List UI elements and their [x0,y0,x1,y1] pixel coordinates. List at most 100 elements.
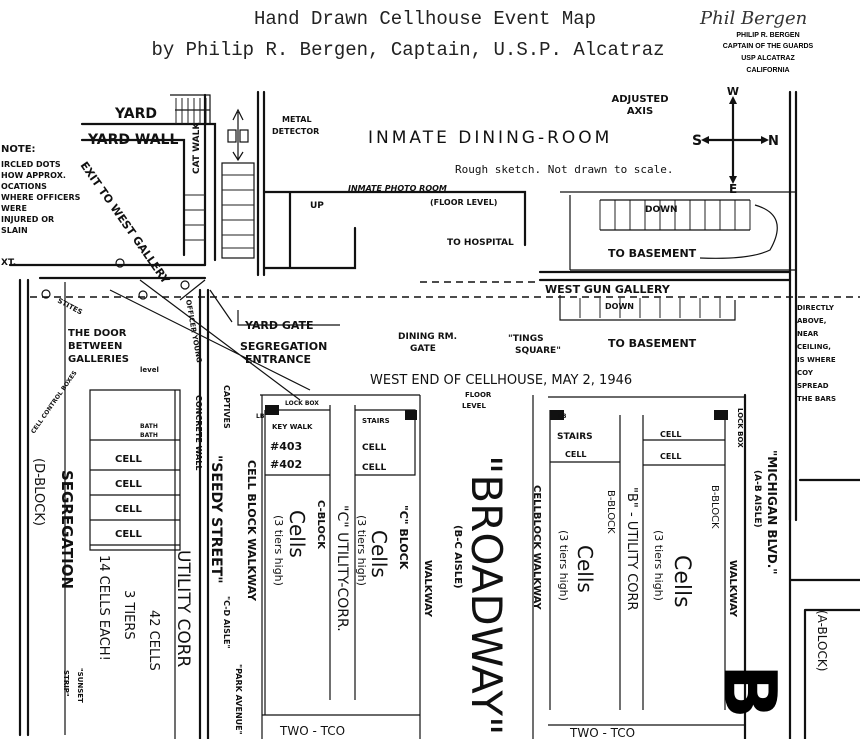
svg-text:CELL CONTROL BOXES: CELL CONTROL BOXES [30,370,79,435]
broadway-aisle: (B-C AISLE) [452,525,463,589]
svg-text:YARD GATE: YARD GATE [244,319,314,332]
svg-text:IS WHERE: IS WHERE [797,356,836,364]
brand-logo: B [708,664,792,719]
svg-text:NOTE:: NOTE: [1,144,36,155]
svg-text:"TINGS: "TINGS [508,334,544,344]
svg-text:UP: UP [310,201,324,211]
svg-text:CEILING,: CEILING, [797,343,831,351]
scale-note: Rough sketch. Not drawn to scale. [455,163,674,176]
svg-text:IRCLED DOTS: IRCLED DOTS [1,160,61,169]
svg-text:CELL: CELL [362,443,386,453]
stamp-line: PHILIP R. BERGEN [736,32,799,39]
svg-text:WEST GUN GALLERY: WEST GUN GALLERY [545,283,671,296]
compass-e: E [729,182,737,196]
svg-text:LOCK BOX: LOCK BOX [736,408,744,448]
svg-text:STAIRS: STAIRS [362,417,390,425]
svg-text:"C" BLOCK: "C" BLOCK [397,505,410,570]
svg-text:WHERE OFFICERS: WHERE OFFICERS [1,193,81,202]
svg-text:CONCRETE WALL: CONCRETE WALL [194,395,203,470]
c-block: CONCRETE WALL UTILITY CORR "SEEDY STREET… [173,385,433,738]
stamp-line: CALIFORNIA [746,67,789,74]
svg-text:STRIP": STRIP" [62,670,70,697]
svg-text:INJURED OR: INJURED OR [1,215,54,224]
map-title: Hand Drawn Cellhouse Event Map [254,8,596,30]
svg-text:STAIRS: STAIRS [557,432,593,442]
svg-text:CELL: CELL [115,504,143,515]
stamp-line: CAPTAIN OF THE GUARDS [723,43,814,50]
svg-text:SEGREGATION: SEGREGATION [240,340,327,353]
compass-s: S [692,133,702,149]
svg-text:C-BLOCK: C-BLOCK [315,500,326,550]
svg-text:"C" UTILITY-CORR.: "C" UTILITY-CORR. [334,505,350,632]
svg-text:DINING RM.: DINING RM. [398,332,457,342]
svg-text:Cells: Cells [367,530,391,578]
svg-text:CELLBLOCK WALKWAY: CELLBLOCK WALKWAY [531,485,542,610]
svg-text:TO BASEMENT: TO BASEMENT [608,337,697,350]
svg-text:CELL: CELL [115,479,143,490]
svg-text:METAL: METAL [282,115,312,124]
svg-text:GALLERIES: GALLERIES [68,354,129,365]
svg-text:DIRECTLY: DIRECTLY [797,304,835,312]
note-block: NOTE: IRCLED DOTS HOW APPROX. OCATIONS W… [1,144,81,268]
svg-text:BATH: BATH [140,423,158,430]
svg-text:B-BLOCK: B-BLOCK [605,490,616,534]
svg-text:SEGREGATION: SEGREGATION [58,470,76,589]
svg-text:CELL BLOCK WALKWAY: CELL BLOCK WALKWAY [245,460,258,602]
svg-text:(3 tiers high): (3 tiers high) [272,515,285,586]
svg-text:NEAR: NEAR [797,330,819,338]
svg-text:CELL: CELL [565,450,587,459]
svg-text:42 CELLS: 42 CELLS [146,610,161,671]
svg-text:14 CELLS EACH!: 14 CELLS EACH! [96,555,111,661]
svg-text:LB: LB [558,413,567,420]
svg-text:STITES: STITES [56,297,84,317]
broadway-label: "BROADWAY" [462,455,511,735]
lock-box-marker [714,410,728,420]
svg-text:"C-D AISLE": "C-D AISLE" [222,596,231,649]
svg-text:THE DOOR: THE DOOR [68,328,127,339]
svg-text:DETECTOR: DETECTOR [272,127,319,136]
svg-text:TWO - TCO: TWO - TCO [279,724,345,738]
svg-text:Cells: Cells [573,545,597,593]
compass-n: N [768,134,779,149]
coy-note: DIRECTLY ABOVE, NEAR CEILING, IS WHERE C… [797,304,836,403]
stamp-line: USP ALCATRAZ [741,55,795,62]
d-block: BATH BATH CELL CELL CELL CELL SEGREGATIO… [31,423,161,703]
svg-text:CELL: CELL [115,454,143,465]
svg-text:SQUARE": SQUARE" [515,346,561,356]
svg-text:level: level [140,366,159,374]
svg-text:#402: #402 [270,458,302,471]
svg-text:YARD WALL: YARD WALL [87,132,178,148]
svg-text:"B" - UTILITY CORR: "B" - UTILITY CORR [624,487,639,611]
svg-text:WALKWAY: WALKWAY [727,560,738,618]
svg-text:LOCK BOX: LOCK BOX [285,400,319,407]
svg-text:#403: #403 [270,440,302,453]
svg-text:DOWN: DOWN [605,302,634,311]
svg-text:LB: LB [256,413,265,420]
svg-text:XT.: XT. [1,258,16,268]
svg-text:"SUNSET: "SUNSET [76,668,84,703]
svg-text:(D-BLOCK): (D-BLOCK) [31,458,46,526]
svg-text:"SEEDY STREET": "SEEDY STREET" [208,455,224,584]
svg-text:(A-B AISLE): (A-B AISLE) [752,470,762,528]
svg-text:"PARK AVENUE": "PARK AVENUE" [234,664,243,735]
svg-text:FLOOR: FLOOR [465,391,492,399]
svg-text:(3 tiers high): (3 tiers high) [355,515,368,586]
signature: Phil Bergen [699,8,807,29]
svg-text:EXIT TO WEST GALLERY: EXIT TO WEST GALLERY [78,159,173,287]
svg-text:THE BARS: THE BARS [797,395,836,403]
svg-text:Cells: Cells [285,510,309,558]
map-subtitle: by Philip R. Bergen, Captain, U.S.P. Alc… [151,39,664,61]
svg-text:BATH: BATH [140,432,158,439]
svg-text:"MICHIGAN BLVD.": "MICHIGAN BLVD." [765,450,779,575]
svg-text:DOWN: DOWN [645,205,678,215]
svg-text:CELL: CELL [115,529,143,540]
svg-text:BETWEEN: BETWEEN [68,341,122,352]
map-linework [8,90,860,739]
svg-text:(3 tiers high): (3 tiers high) [652,530,665,601]
svg-text:HOW APPROX.: HOW APPROX. [1,171,66,180]
svg-text:WALKWAY: WALKWAY [422,560,433,618]
svg-text:CELL: CELL [660,452,682,461]
svg-text:LEVEL: LEVEL [462,402,486,410]
svg-text:KEY WALK: KEY WALK [272,423,313,431]
